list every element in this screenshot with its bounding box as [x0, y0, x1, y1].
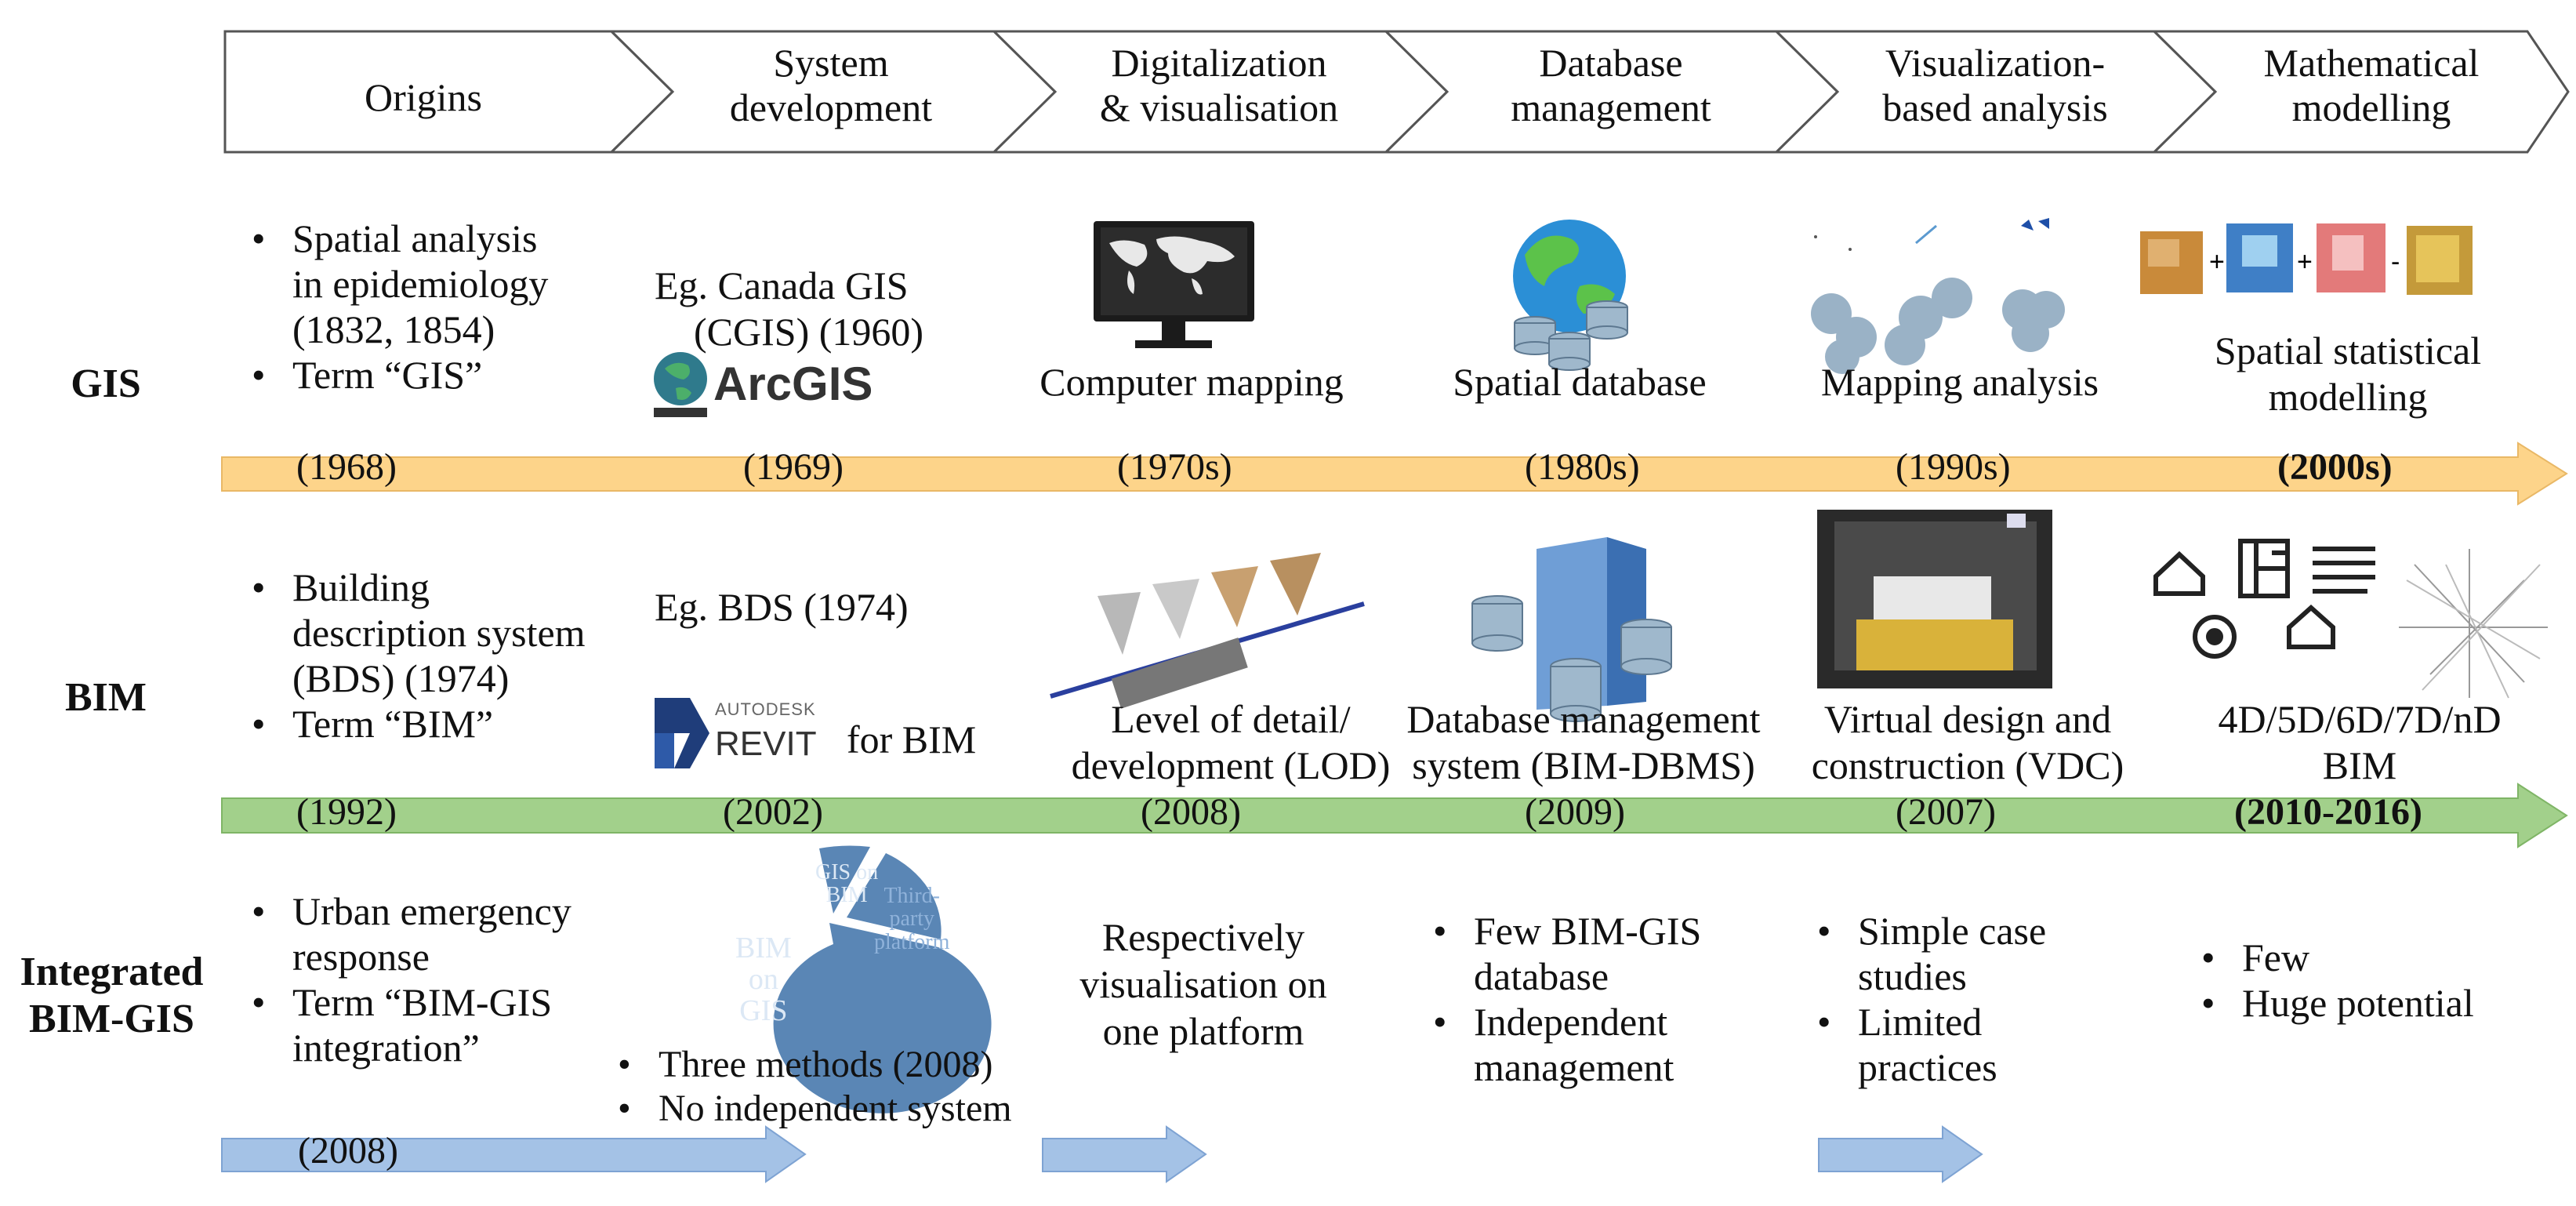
- gis-system-dev-text: Eg. Canada GIS (CGIS) (1960): [655, 263, 924, 354]
- stage-chevron-math-modelling: [2151, 30, 2570, 154]
- gis-date: (1969): [743, 446, 844, 488]
- integrated-math-model-item: Few: [2201, 935, 2474, 980]
- integrated-origins-item: Urban emergency response: [252, 888, 571, 979]
- integrated-origins-date: (2008): [298, 1130, 398, 1171]
- gis-math-model-label: Spatial statistical modelling: [2214, 329, 2482, 419]
- stage-origins: Origins: [365, 75, 482, 119]
- integrated-arrow-1: [221, 1125, 807, 1183]
- revit-logo-icon: [655, 698, 709, 768]
- gis-database-label: Spatial database: [1453, 360, 1707, 404]
- pie-label-bim-on-gis: BIM on GIS: [735, 932, 792, 1027]
- revit-logo-text: REVIT: [715, 725, 817, 763]
- bim-dbms-icon: [1471, 537, 1672, 722]
- gis-origins-item: Spatial analysis in epidemiology (1832, …: [252, 216, 548, 352]
- gis-date: (1980s): [1525, 446, 1640, 488]
- gis-origins-item: Term “GIS”: [252, 352, 548, 398]
- integrated-database-item: Independent management: [1433, 999, 1701, 1090]
- bim-date: (2008): [1141, 791, 1241, 833]
- spatial-statistics-tiles-icon: + + -: [2140, 223, 2473, 295]
- stage-system-development: System development: [729, 41, 933, 129]
- gis-timeline-arrow: [221, 441, 2568, 506]
- bim-date: (1992): [296, 791, 397, 833]
- bim-origins-item: Term “BIM”: [252, 701, 586, 746]
- bim-date: (2010-2016): [2234, 791, 2422, 833]
- integrated-arrow-3: [1818, 1125, 1983, 1183]
- integrated-origins-list: Urban emergency response Term “BIM-GIS i…: [238, 888, 571, 1070]
- svg-text:-: -: [2391, 247, 2400, 277]
- lod-levels-icon: [1050, 553, 1365, 709]
- gis-visual-analysis-label: Mapping analysis: [1820, 360, 2099, 404]
- bim-date: (2002): [723, 791, 823, 833]
- row-label-gis: GIS: [71, 361, 141, 406]
- bim-date: (2009): [1525, 791, 1625, 833]
- integrated-visual-analysis-item: Limited practices: [1817, 999, 2046, 1090]
- arcgis-globe-icon: [654, 352, 707, 417]
- stage-database: Database management: [1511, 41, 1711, 129]
- row-label-bim: BIM: [65, 675, 147, 720]
- bim-origins-list: Building description system (BDS) (1974)…: [238, 565, 586, 746]
- pie-label-third-party: Third- party platform: [874, 884, 950, 954]
- stage-math-modelling: Mathematical modelling: [2263, 41, 2480, 129]
- integrated-visual-analysis-list: Simple case studies Limited practices: [1803, 908, 2046, 1090]
- integrated-math-model-item: Huge potential: [2201, 980, 2474, 1026]
- stage-visual-analysis: Visualization- based analysis: [1882, 41, 2108, 129]
- pie-label-gis-on-bim: GIS on BIM: [815, 860, 879, 908]
- bim-timeline-arrow: [221, 783, 2568, 848]
- gis-digitalization-label: Computer mapping: [1039, 360, 1344, 404]
- integrated-arrow-2: [1042, 1125, 1207, 1183]
- bim-math-model-label: 4D/5D/6D/7D/nD BIM: [2218, 697, 2502, 787]
- nd-bim-icons: [2153, 539, 2548, 699]
- computer-monitor-icon: [1094, 221, 1254, 348]
- integrated-system-dev-item: Three methods (2008): [618, 1043, 1012, 1087]
- integrated-origins-item: Term “BIM-GIS integration”: [252, 979, 571, 1070]
- revit-for-bim-text: for BIM: [847, 717, 977, 761]
- svg-text:+: +: [2297, 247, 2313, 277]
- vdc-photo: [1817, 510, 2052, 688]
- integrated-math-model-list: Few Huge potential: [2187, 935, 2474, 1026]
- gis-date: (2000s): [2277, 446, 2393, 488]
- bim-date: (2007): [1896, 791, 1996, 833]
- gis-date: (1990s): [1896, 446, 2011, 488]
- arcgis-logo: ArcGIS: [713, 358, 873, 410]
- gis-date: (1968): [296, 446, 397, 488]
- mapping-analysis-icons: [1811, 218, 2065, 374]
- gis-date: (1970s): [1117, 446, 1232, 488]
- integrated-system-dev-list: Three methods (2008) No independent syst…: [604, 1043, 1012, 1130]
- stage-digitalization: Digitalization & visualisation: [1099, 41, 1339, 129]
- row-label-integrated: Integrated BIM-GIS: [20, 950, 204, 1041]
- integrated-database-list: Few BIM-GIS database Independent managem…: [1419, 908, 1701, 1090]
- integrated-system-dev-item: No independent system: [618, 1087, 1012, 1131]
- integrated-database-item: Few BIM-GIS database: [1433, 908, 1701, 999]
- integrated-visual-analysis-item: Simple case studies: [1817, 908, 2046, 999]
- gis-origins-list: Spatial analysis in epidemiology (1832, …: [238, 216, 548, 398]
- spatial-database-icon: [1513, 220, 1628, 371]
- bim-origins-item: Building description system (BDS) (1974): [252, 565, 586, 701]
- svg-text:+: +: [2209, 247, 2225, 277]
- bim-system-dev-text: Eg. BDS (1974): [655, 585, 909, 629]
- bim-visual-analysis-label: Virtual design and construction (VDC): [1811, 697, 2124, 787]
- revit-logo-small-text: AUTODESK: [715, 699, 816, 719]
- bim-digitalization-label: Level of detail/ development (LOD): [1071, 697, 1391, 787]
- integrated-digitalization-label: Respectively visualisation on one platfo…: [1079, 915, 1327, 1053]
- bim-database-label: Database management system (BIM-DBMS): [1406, 697, 1761, 787]
